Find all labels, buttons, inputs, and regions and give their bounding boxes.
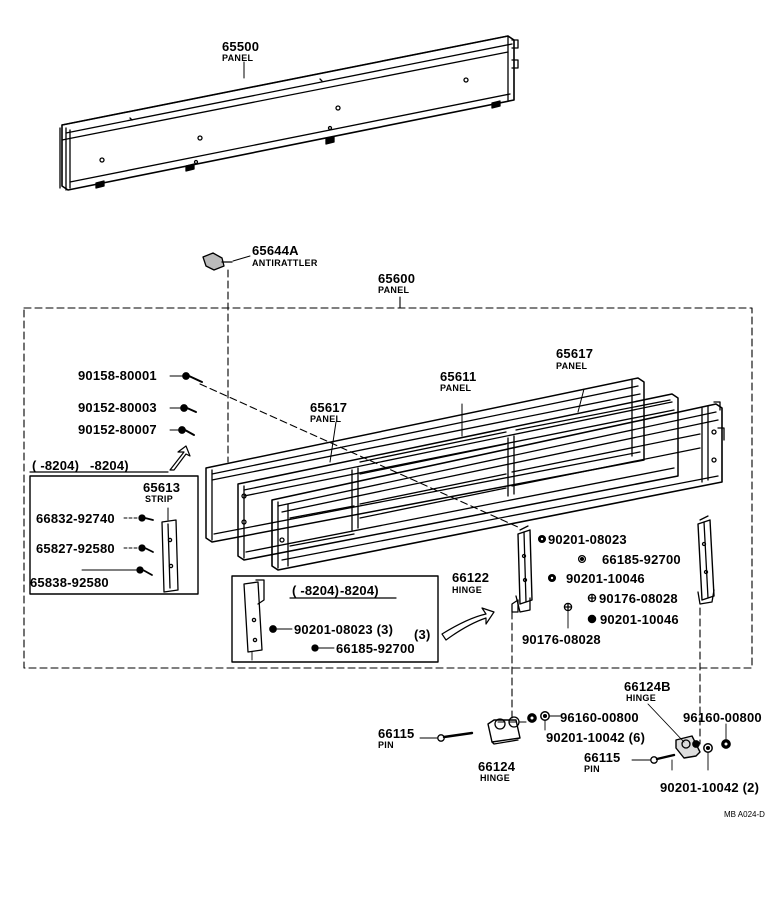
part-number-65600: 65600 <box>378 271 416 286</box>
part-name-66122: HINGE <box>452 585 483 595</box>
part-name-66124: HINGE <box>480 773 511 783</box>
hinge-66124-drawing <box>419 711 561 745</box>
part-number-66124b: 66124B <box>624 679 671 694</box>
part-name-65600: PANEL <box>378 285 410 295</box>
fastener-90201-08023: 90201-08023 <box>548 532 627 547</box>
part-number-65617-left: 65617 <box>310 400 348 415</box>
antirattler-65644a-drawing <box>202 252 251 271</box>
fastener-90201-10042-qty6: 90201-10042 (6) <box>546 730 646 745</box>
part-number-65617-right: 65617 <box>556 346 594 361</box>
fastener-90201-10046-b: 90201-10046 <box>600 612 679 627</box>
part-name-65611: PANEL <box>440 383 472 393</box>
fastener-65827-92580: 65827-92580 <box>36 541 115 556</box>
fastener-90201-10042-qty2: 90201-10042 (2) <box>660 780 760 795</box>
hinge-right-drawing <box>697 515 715 605</box>
diagram-code: MB A024-D <box>724 810 765 819</box>
hinge-range-note: ( -8204) <box>292 583 340 598</box>
fastener-90201-08023-qty3: 90201-08023 (3) <box>294 622 394 637</box>
fastener-96160-00800-a: 96160-00800 <box>560 710 639 725</box>
part-number-65611: 65611 <box>440 369 477 384</box>
group-boundary-65600 <box>23 269 753 745</box>
part-number-65613: 65613 <box>143 480 181 495</box>
part-name-65617-left: PANEL <box>310 414 342 424</box>
fastener-96160-00800-b: 96160-00800 <box>683 710 762 725</box>
fastener-90152-80007: 90152-80007 <box>78 422 157 437</box>
part-name-65613: STRIP <box>145 494 174 504</box>
part-name-66115-right: PIN <box>584 764 600 774</box>
part-number-66124: 66124 <box>478 759 516 774</box>
up-arrow-icon <box>169 445 191 471</box>
panel-65500-drawing <box>59 35 519 191</box>
hinge-inset-box <box>231 575 439 663</box>
part-number-65644a: 65644A <box>252 243 299 258</box>
fastener-65838-92580: 65838-92580 <box>30 575 109 590</box>
panel-assembly-drawing <box>205 377 725 571</box>
part-name-65644a: ANTIRATTLER <box>252 258 318 268</box>
part-number-66122: 66122 <box>452 570 490 585</box>
part-name-66115-left: PIN <box>378 740 394 750</box>
part-name-65500: PANEL <box>222 53 254 63</box>
curved-arrow-icon <box>441 607 495 641</box>
part-number-66115-right: 66115 <box>584 750 621 765</box>
hinge-range-value: -8204) <box>340 583 379 598</box>
strip-inset-box <box>29 471 199 595</box>
fastener-90152-80003: 90152-80003 <box>78 400 157 415</box>
fastener-66832-92740: 66832-92740 <box>36 511 115 526</box>
part-number-65500: 65500 <box>222 39 260 54</box>
hinge-66124b-drawing <box>631 703 731 771</box>
fastener-90176-08028-b: 90176-08028 <box>522 632 601 647</box>
fastener-66185-92700-inset: 66185-92700 <box>336 641 415 656</box>
part-number-66115-left: 66115 <box>378 726 415 741</box>
part-name-65617-right: PANEL <box>556 361 588 371</box>
fastener-qty-3: (3) <box>414 627 431 642</box>
strip-range-value: -8204) <box>90 458 129 473</box>
screws-upper-left <box>169 372 203 436</box>
strip-range-note: ( -8204) <box>32 458 80 473</box>
part-name-66124b: HINGE <box>626 693 657 703</box>
hinge-66122-drawing <box>511 525 533 613</box>
fastener-90176-08028-a: 90176-08028 <box>599 591 678 606</box>
hinge-fasteners <box>537 534 597 629</box>
fastener-66185-92700: 66185-92700 <box>602 552 681 567</box>
fastener-90201-10046-a: 90201-10046 <box>566 571 645 586</box>
fastener-90158-80001: 90158-80001 <box>78 368 157 383</box>
